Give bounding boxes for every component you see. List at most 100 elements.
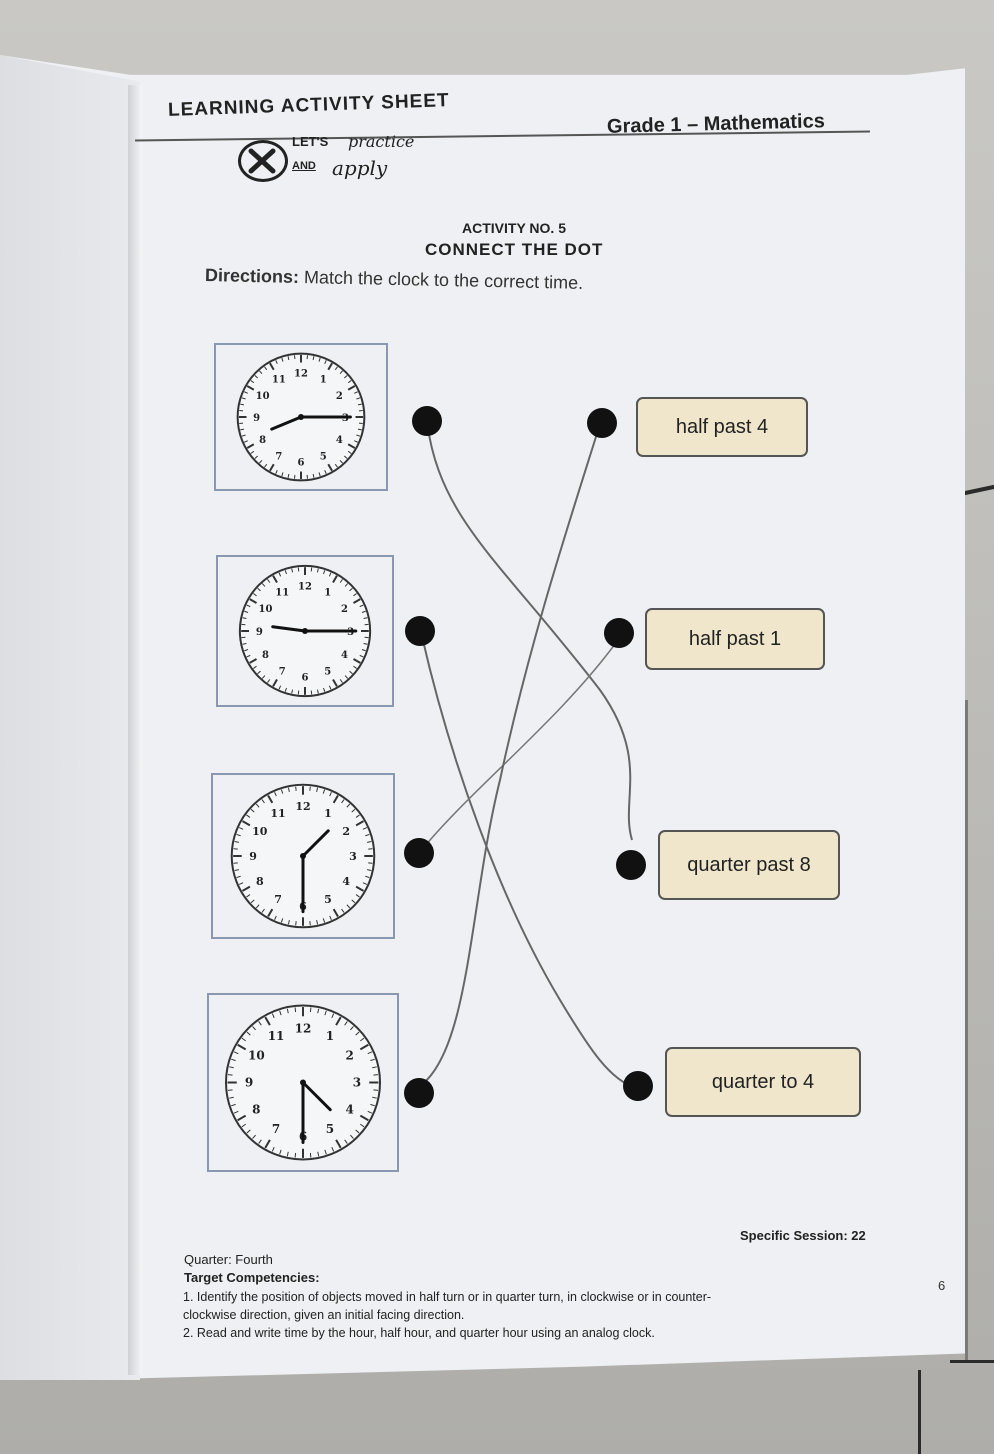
clock-tick: [357, 403, 362, 406]
time-label-1: half past 4: [636, 397, 808, 457]
clock-tick: [372, 1096, 377, 1099]
clock-tick: [284, 687, 287, 692]
clock-tick: [272, 575, 278, 583]
clock-tick: [328, 685, 332, 690]
clock-tick: [286, 1151, 289, 1157]
clock-tick: [353, 598, 361, 604]
clock-numeral: 6: [302, 673, 309, 684]
clock-tick: [316, 787, 319, 792]
clock-tick: [271, 1147, 275, 1152]
hour-hand: [271, 625, 307, 633]
clock-tick: [246, 443, 255, 449]
clock-tick: [264, 1139, 271, 1149]
clock-tick: [355, 885, 364, 892]
clock-tick: [259, 459, 263, 464]
clock-tick: [246, 1129, 251, 1134]
paper-left-page: [0, 55, 140, 1380]
clock-tick: [331, 1147, 335, 1152]
clock-tick: [360, 1037, 365, 1042]
clock-tick: [246, 604, 251, 608]
clock-tick: [286, 1008, 289, 1014]
directions-label: Directions:: [204, 265, 300, 287]
clock-tick: [347, 443, 356, 449]
clock-tick: [275, 360, 278, 364]
clock-numeral: 4: [342, 875, 350, 888]
clock-tick: [278, 685, 282, 690]
clock-numeral: 4: [336, 435, 343, 446]
clock-tick: [274, 915, 277, 921]
clock-numeral: 1: [324, 807, 332, 820]
time-label-3: quarter past 8: [658, 830, 840, 900]
clock-tick: [356, 397, 361, 400]
time-dot-3[interactable]: [616, 850, 646, 880]
clock-tick: [351, 808, 356, 813]
clock-tick: [269, 463, 275, 472]
clock-center-pin: [298, 414, 304, 420]
clock-tick: [339, 679, 343, 683]
clock-tick: [344, 1139, 348, 1144]
clock-tick: [332, 908, 339, 917]
clock-tick: [236, 875, 241, 879]
clock-tick: [346, 904, 351, 909]
clock-tick: [334, 366, 338, 371]
clock-tick: [275, 470, 278, 474]
clock-tick: [357, 428, 362, 431]
clock-dot-4[interactable]: [404, 1078, 434, 1108]
clock-tick: [291, 689, 294, 694]
time-dot-2[interactable]: [604, 618, 634, 648]
clock-numeral: 1: [324, 588, 331, 599]
activity-number: ACTIVITY NO. 5: [462, 220, 566, 236]
clock-tick: [346, 803, 351, 808]
clock-tick: [241, 434, 246, 437]
clock-tick: [259, 370, 263, 375]
clock-tick: [354, 440, 358, 443]
time-dot-4[interactable]: [623, 1071, 653, 1101]
clock-tick: [278, 572, 282, 577]
clock-numeral: 8: [262, 650, 269, 661]
clock-tick: [349, 670, 353, 675]
clock-numeral: 10: [259, 604, 273, 615]
clock-tick: [261, 675, 266, 679]
clock-tick: [258, 1021, 262, 1026]
clock-tick: [339, 579, 343, 583]
clock-tick: [332, 679, 338, 687]
clock-numeral: 6: [298, 457, 305, 468]
clock-tick: [349, 587, 353, 592]
time-dot-1[interactable]: [587, 408, 617, 438]
clock-tick: [343, 455, 348, 459]
clock-tick: [249, 598, 257, 604]
clock-dot-1[interactable]: [412, 406, 442, 436]
clock-tick: [229, 1096, 234, 1099]
clock-tick: [249, 658, 257, 664]
clock-tick: [341, 799, 345, 804]
clock-tick: [318, 357, 321, 362]
hour-hand: [301, 829, 330, 858]
clock-dot-2[interactable]: [405, 616, 435, 646]
target-competencies-label: Target Competencies:: [184, 1270, 320, 1285]
hour-hand: [270, 415, 303, 431]
clock-tick: [237, 1043, 247, 1051]
clock-tick: [246, 894, 251, 898]
clock-numeral: 5: [320, 451, 327, 462]
clock-tick: [281, 472, 284, 477]
clock-tick: [339, 370, 343, 375]
clock-dot-3[interactable]: [404, 838, 434, 868]
clock-tick: [284, 570, 287, 575]
clock-tick: [233, 1051, 239, 1055]
clock-tick: [312, 473, 315, 478]
clock-tick: [316, 920, 319, 925]
clock-tick: [234, 840, 239, 843]
clock-center-pin: [300, 1079, 306, 1086]
clock-tick: [236, 833, 241, 837]
clock-tick: [367, 869, 372, 872]
clock-tick: [271, 1013, 275, 1018]
tile-grout: [918, 1370, 921, 1454]
clock-tick: [356, 434, 361, 437]
clock-tick: [281, 357, 284, 362]
clock-tick: [255, 803, 260, 808]
quarter: Quarter: Fourth: [184, 1252, 273, 1267]
clock-tick: [264, 1016, 271, 1026]
clock-tick: [261, 799, 265, 804]
clock-tick: [355, 814, 360, 818]
clock-tick: [233, 1110, 239, 1114]
